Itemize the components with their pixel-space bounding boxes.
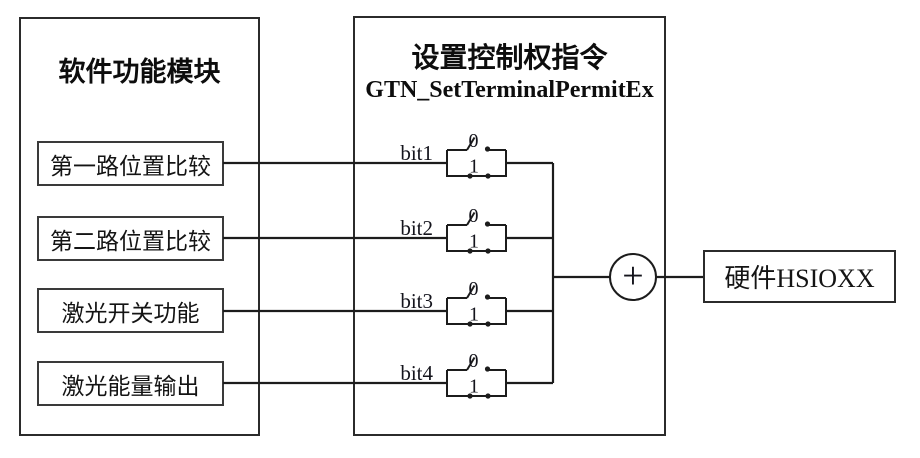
- module-label: 激光开关功能: [61, 300, 200, 326]
- control-permit-api-name: GTN_SetTerminalPermitEx: [365, 77, 654, 103]
- module-box-position-compare-2: 第二路位置比较: [37, 216, 224, 261]
- module-box-position-compare-1: 第一路位置比较: [37, 141, 224, 186]
- hardware-output-box: 硬件HSIOXX: [703, 250, 896, 303]
- module-box-laser-energy: 激光能量输出: [37, 361, 224, 406]
- module-label: 第二路位置比较: [50, 228, 211, 254]
- software-module-panel: [19, 17, 260, 436]
- software-module-panel-title: 软件功能模块: [58, 57, 221, 87]
- module-label: 第一路位置比较: [50, 153, 211, 179]
- hardware-label: 硬件HSIOXX: [724, 264, 875, 293]
- control-permit-panel: [353, 16, 666, 436]
- module-box-laser-switch: 激光开关功能: [37, 288, 224, 333]
- control-permit-panel-title: 设置控制权指令: [411, 43, 608, 74]
- module-label: 激光能量输出: [61, 373, 200, 399]
